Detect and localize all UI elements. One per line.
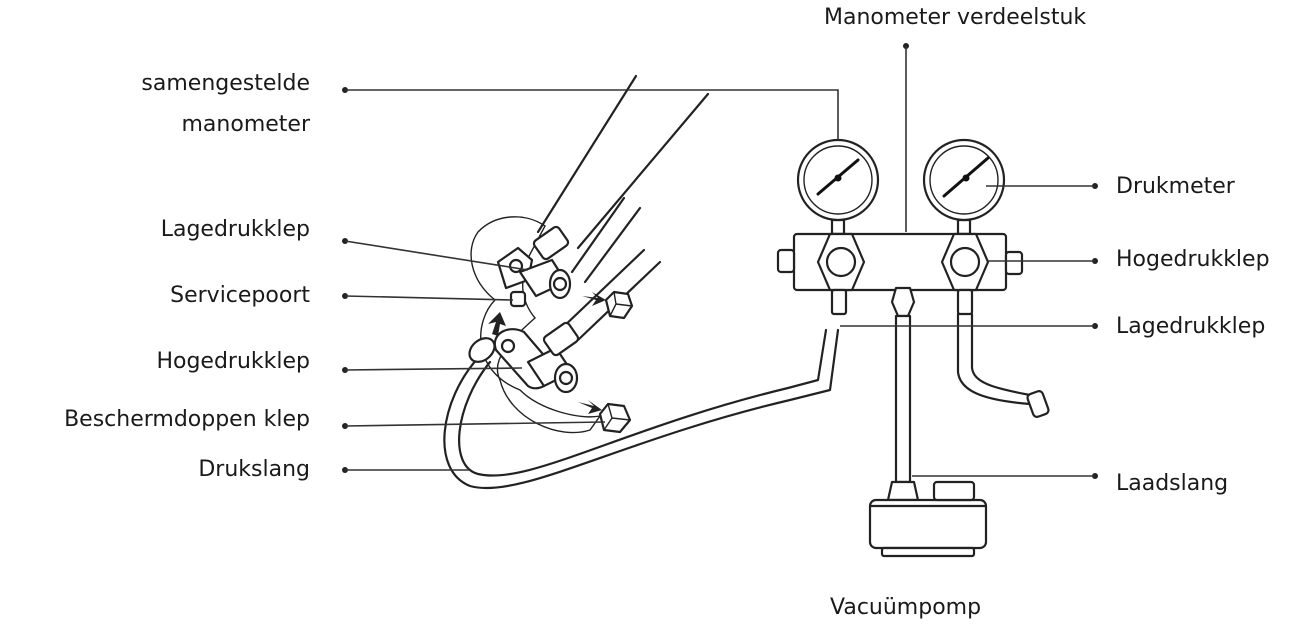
label-low-pressure-valve-right: Lagedrukklep <box>1116 314 1265 339</box>
vacuum-pump <box>868 480 988 558</box>
label-charge-hose: Laadslang <box>1116 471 1228 496</box>
label-low-pressure-valve-left: Lagedrukklep <box>161 217 310 242</box>
right-hose-fitting <box>1026 390 1050 418</box>
cap-removal-arrows <box>488 292 606 414</box>
label-valve-caps: Beschermdoppen klep <box>64 407 310 432</box>
valve-cap-upper <box>604 290 634 320</box>
low-pressure-service-valve <box>496 225 572 308</box>
compound-gauge <box>796 138 880 236</box>
label-service-port: Servicepoort <box>170 283 310 308</box>
pressure-hose <box>443 328 840 490</box>
valve-panel-outline <box>470 216 602 434</box>
leader-lines <box>342 43 1098 479</box>
label-compound-gauge-line1: samengestelde <box>141 71 310 96</box>
label-compound-gauge-line2: manometer <box>182 112 311 137</box>
right-outlet-hose <box>956 312 1038 406</box>
label-manifold: Manometer verdeelstuk <box>824 5 1086 30</box>
pressure-gauge <box>922 138 1006 236</box>
label-pressure-hose: Drukslang <box>198 457 310 482</box>
label-pressure-gauge: Drukmeter <box>1116 174 1236 199</box>
label-vacuum-pump: Vacuümpomp <box>830 595 981 620</box>
high-pressure-service-valve <box>493 321 580 394</box>
label-high-pressure-valve-right: Hogedrukklep <box>1116 247 1270 272</box>
charge-hose <box>886 286 920 502</box>
label-high-pressure-valve-left: Hogedrukklep <box>156 349 310 374</box>
valve-cap-lower <box>598 402 632 434</box>
manifold-body <box>776 232 1024 316</box>
